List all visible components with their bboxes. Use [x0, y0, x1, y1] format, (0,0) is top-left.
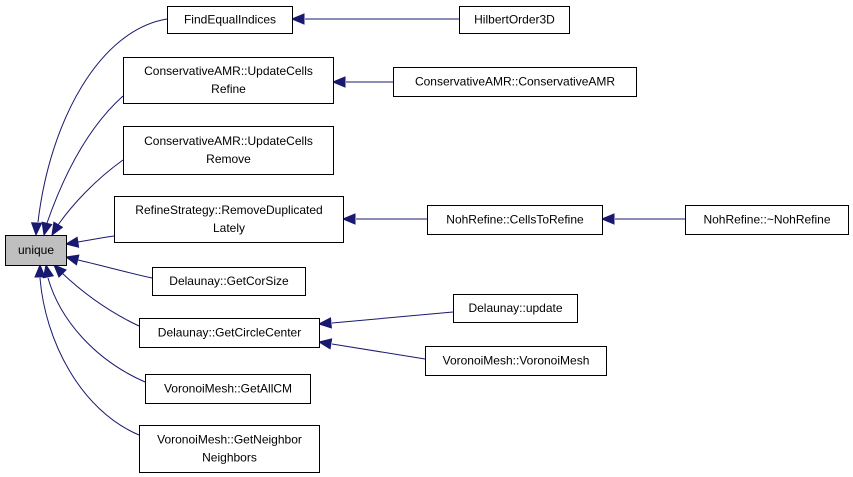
edge-delaunay-update-to-delaunay-get-circle-center	[317, 311, 454, 329]
edge-hilbert-order-3d-to-find-equal-indices	[290, 13, 459, 25]
edge-find-equal-indices-to-unique	[30, 18, 168, 237]
edge-arrowhead	[331, 76, 346, 88]
edge-line	[61, 272, 140, 327]
edge-arrowhead	[290, 13, 305, 25]
node-label: RefineStrategy::RemoveDuplicated	[135, 203, 322, 217]
node-find-equal-indices[interactable]: FindEqualIndices	[167, 6, 293, 34]
node-box[interactable]	[393, 67, 637, 97]
node-label: Delaunay::update	[468, 301, 562, 315]
edges-layer	[30, 13, 685, 436]
edge-arrowhead	[34, 263, 46, 278]
node-label: ConservativeAMR::ConservativeAMR	[415, 74, 615, 88]
edge-arrowhead	[42, 263, 55, 279]
edge-arrowhead	[600, 213, 615, 225]
edge-line	[39, 277, 140, 436]
edge-arrowhead	[41, 221, 53, 237]
node-label: VoronoiMesh::GetNeighbor	[157, 432, 302, 446]
node-box[interactable]	[139, 318, 320, 348]
node-box[interactable]	[123, 126, 334, 175]
node-label: Neighbors	[202, 450, 257, 464]
edge-refine-strategy-remove-duplicated-to-unique	[64, 235, 115, 248]
edge-line	[77, 259, 153, 279]
node-label: VoronoiMesh::GetAllCM	[164, 381, 292, 395]
node-noh-refine-cells-to-refine[interactable]: NohRefine::CellsToRefine	[427, 205, 603, 235]
node-camr-constructor[interactable]: ConservativeAMR::ConservativeAMR	[393, 67, 637, 97]
edge-line	[331, 343, 426, 360]
node-box[interactable]	[123, 57, 334, 104]
node-box[interactable]	[453, 294, 578, 323]
node-box[interactable]	[427, 205, 603, 235]
edge-line	[37, 18, 168, 223]
edge-arrowhead	[64, 236, 80, 248]
node-label: ConservativeAMR::UpdateCells	[144, 64, 313, 78]
edge-arrowhead	[53, 264, 67, 278]
edge-arrowhead	[64, 254, 80, 266]
node-delaunay-update[interactable]: Delaunay::update	[453, 294, 578, 323]
edge-delaunay-get-circle-center-to-unique	[53, 264, 140, 327]
edge-arrowhead	[341, 213, 356, 225]
edge-line	[331, 311, 454, 324]
node-box[interactable]	[459, 6, 570, 34]
node-box[interactable]	[425, 346, 607, 376]
edge-camr-update-cells-refine-to-unique	[41, 95, 124, 237]
edge-voronoi-mesh-get-all-cm-to-unique	[42, 263, 146, 383]
node-box[interactable]	[114, 196, 344, 243]
edge-arrowhead	[317, 317, 332, 329]
node-delaunay-get-cor-size[interactable]: Delaunay::GetCorSize	[152, 267, 306, 296]
edge-voronoi-mesh-constructor-to-delaunay-get-circle-center	[317, 338, 426, 360]
node-voronoi-mesh-get-all-cm[interactable]: VoronoiMesh::GetAllCM	[145, 374, 311, 404]
node-label: FindEqualIndices	[184, 12, 276, 26]
nodes-layer: unique FindEqualIndices HilbertOrder3D Cons…	[5, 6, 849, 473]
node-label: Lately	[213, 221, 245, 235]
node-hilbert-order-3d[interactable]: HilbertOrder3D	[459, 6, 570, 34]
edge-line	[46, 95, 124, 224]
node-label: HilbertOrder3D	[474, 12, 555, 26]
edge-camr-update-cells-remove-to-unique	[51, 159, 124, 237]
node-label: Delaunay::GetCircleCenter	[158, 325, 301, 339]
edge-camr-constructor-to-camr-update-cells-refine	[331, 76, 393, 88]
node-noh-refine-destructor[interactable]: NohRefine::~NohRefine	[685, 205, 849, 235]
node-label: Refine	[211, 82, 246, 96]
edge-noh-refine-destructor-to-noh-refine-cells-to-refine	[600, 213, 685, 225]
node-label: Delaunay::GetCorSize	[169, 274, 289, 288]
node-label: ConservativeAMR::UpdateCells	[144, 134, 313, 148]
node-box[interactable]	[167, 6, 293, 34]
node-box[interactable]	[139, 425, 320, 473]
node-label: NohRefine::CellsToRefine	[446, 212, 584, 226]
node-voronoi-mesh-constructor[interactable]: VoronoiMesh::VoronoiMesh	[425, 346, 607, 376]
node-label: NohRefine::~NohRefine	[703, 212, 830, 226]
node-box[interactable]	[685, 205, 849, 235]
node-box[interactable]	[145, 374, 311, 404]
node-delaunay-get-circle-center[interactable]: Delaunay::GetCircleCenter	[139, 318, 320, 348]
edge-line	[77, 235, 115, 243]
node-box[interactable]	[152, 267, 306, 296]
edge-noh-refine-cells-to-refine-to-refine-strategy-remove-duplicated	[341, 213, 427, 225]
edge-delaunay-get-cor-size-to-unique	[64, 254, 153, 279]
edge-voronoi-mesh-get-neighbor-neighbors-to-unique	[34, 263, 140, 436]
node-box[interactable]	[5, 235, 67, 266]
edge-arrowhead	[317, 338, 333, 350]
node-label: unique	[18, 243, 54, 257]
edge-line	[47, 277, 146, 383]
edge-line	[57, 159, 124, 226]
node-unique[interactable]: unique	[5, 235, 67, 266]
node-label: Remove	[206, 152, 251, 166]
node-label: VoronoiMesh::VoronoiMesh	[443, 353, 590, 367]
edge-arrowhead	[30, 222, 43, 237]
edge-arrowhead	[51, 221, 64, 237]
